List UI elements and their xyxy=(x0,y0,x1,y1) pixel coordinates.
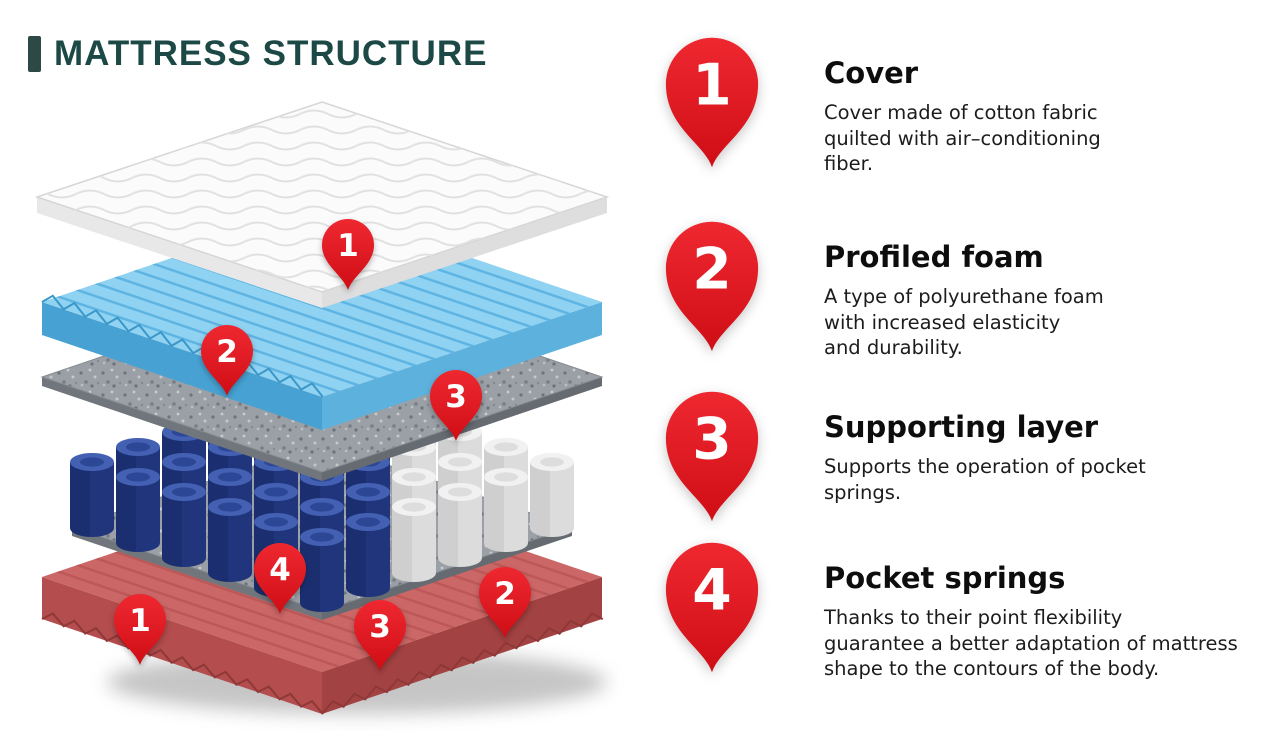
diagram-badge-felt: 3 xyxy=(429,369,483,443)
badge-number: 3 xyxy=(369,609,391,645)
legend-description: Cover made of cotton fabric quilted with… xyxy=(824,101,1101,176)
diagram-badge-felt-bottom: 3 xyxy=(353,599,407,673)
legend-item-profiled-foam: 2 Profiled foam A type of polyurethane f… xyxy=(664,220,1204,361)
number-pin-icon: 4 xyxy=(665,542,759,673)
legend-item-pocket-springs: 4 Pocket springs Thanks to their point f… xyxy=(664,541,1280,682)
badge-number: 2 xyxy=(494,576,516,612)
diagram-badge-springs: 4 xyxy=(253,542,307,616)
badge-number: 1 xyxy=(337,228,359,264)
badge-number: 2 xyxy=(216,334,238,370)
legend-title: Pocket springs xyxy=(824,561,1066,595)
legend-number: 1 xyxy=(692,52,731,118)
diagram-badge-foam: 2 xyxy=(200,324,254,398)
legend-number: 4 xyxy=(692,557,731,623)
legend-title: Profiled foam xyxy=(824,240,1044,274)
badge-number: 3 xyxy=(445,379,467,415)
legend-description: A type of polyurethane foam with increas… xyxy=(824,285,1104,360)
mattress-diagram: 1 2 3 4 1 3 2 xyxy=(12,82,632,732)
number-pin-icon: 3 xyxy=(665,391,759,522)
legend-title: Cover xyxy=(824,56,919,90)
title-accent-bar xyxy=(28,36,41,72)
legend-item-supporting-layer: 3 Supporting layer Supports the operatio… xyxy=(664,390,1204,523)
legend-item-cover: 1 Cover Cover made of cotton fabric quil… xyxy=(664,36,1204,177)
legend-description: Thanks to their point flexibility guaran… xyxy=(824,606,1238,681)
legend-description: Supports the operation of pocket springs… xyxy=(824,455,1146,504)
number-pin-icon: 2 xyxy=(665,221,759,352)
mattress-illustration xyxy=(34,101,610,715)
page-header: MATTRESS STRUCTURE xyxy=(28,34,487,74)
badge-number: 1 xyxy=(129,603,151,639)
legend-number: 2 xyxy=(692,236,731,302)
legend-title: Supporting layer xyxy=(824,410,1099,444)
number-pin-icon: 1 xyxy=(665,37,759,168)
diagram-badge-cover-bottom: 1 xyxy=(113,593,167,667)
badge-number: 4 xyxy=(269,552,291,588)
legend-number: 3 xyxy=(692,406,731,472)
diagram-badge-foam-bottom: 2 xyxy=(478,566,532,640)
page-title: MATTRESS STRUCTURE xyxy=(54,34,488,73)
diagram-badge-cover: 1 xyxy=(321,218,375,292)
